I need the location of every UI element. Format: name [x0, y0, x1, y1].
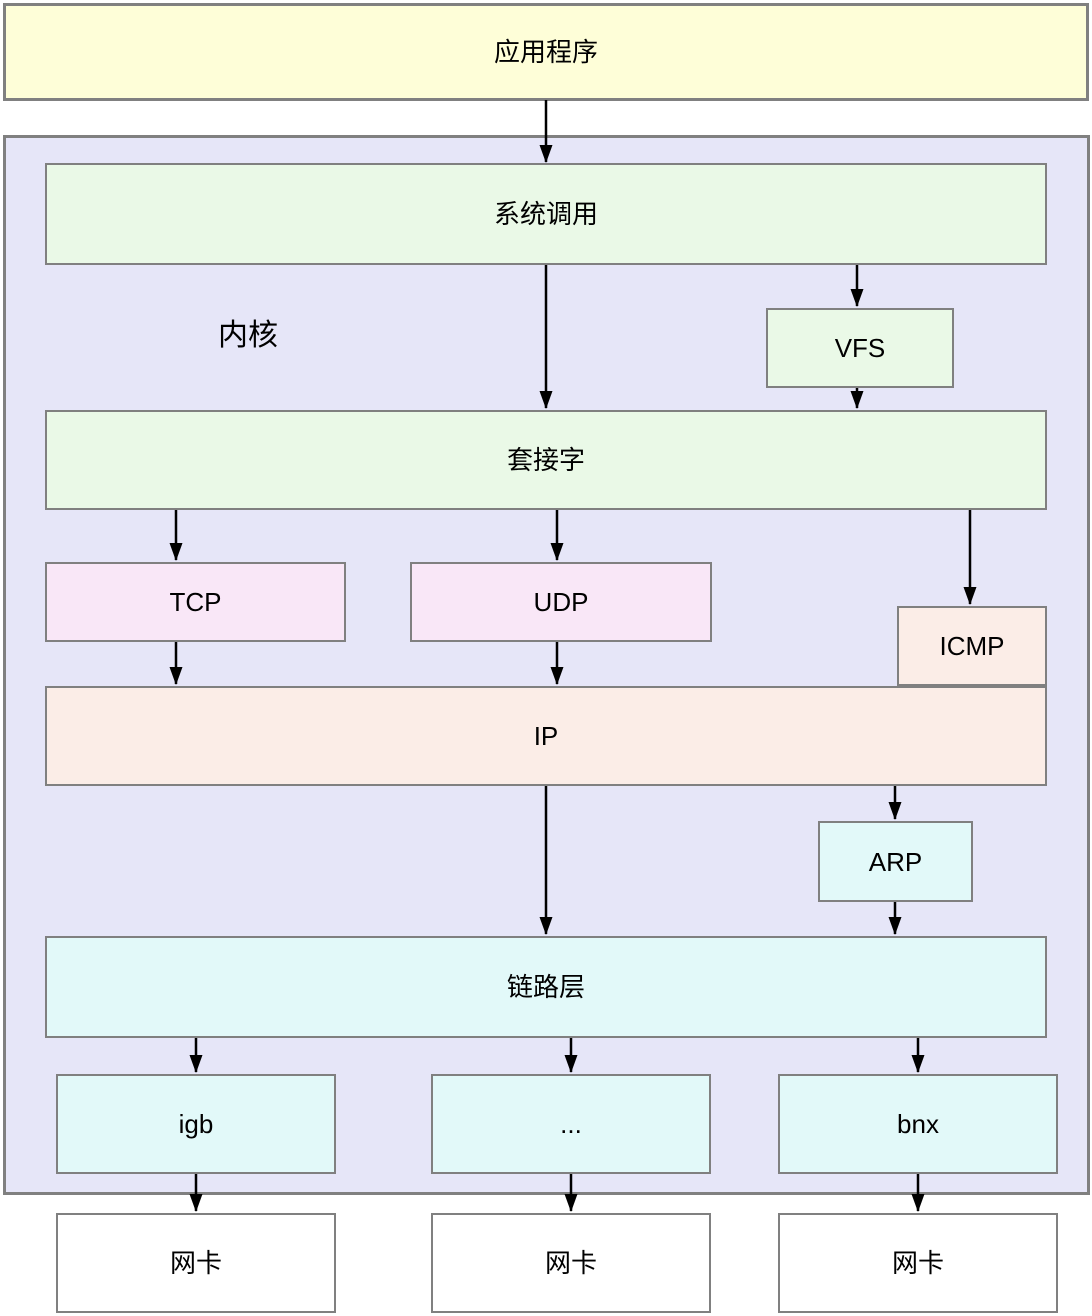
syscall-box: 系统调用 [45, 163, 1047, 265]
other-drivers-box: ... [431, 1074, 711, 1174]
icmp-box: ICMP [897, 606, 1047, 686]
vfs-box: VFS [766, 308, 954, 388]
application-box: 应用程序 [3, 3, 1089, 101]
bnx-driver-box: bnx [778, 1074, 1058, 1174]
nic-box: 网卡 [431, 1213, 711, 1313]
socket-box: 套接字 [45, 410, 1047, 510]
kernel-label: 内核 [218, 319, 278, 352]
nic-box: 网卡 [778, 1213, 1058, 1313]
udp-box: UDP [410, 562, 712, 642]
nic-box: 网卡 [56, 1213, 336, 1313]
ip-box: IP [45, 686, 1047, 786]
link-layer-box: 链路层 [45, 936, 1047, 1038]
arp-box: ARP [818, 821, 973, 902]
igb-driver-box: igb [56, 1074, 336, 1174]
tcp-box: TCP [45, 562, 346, 642]
